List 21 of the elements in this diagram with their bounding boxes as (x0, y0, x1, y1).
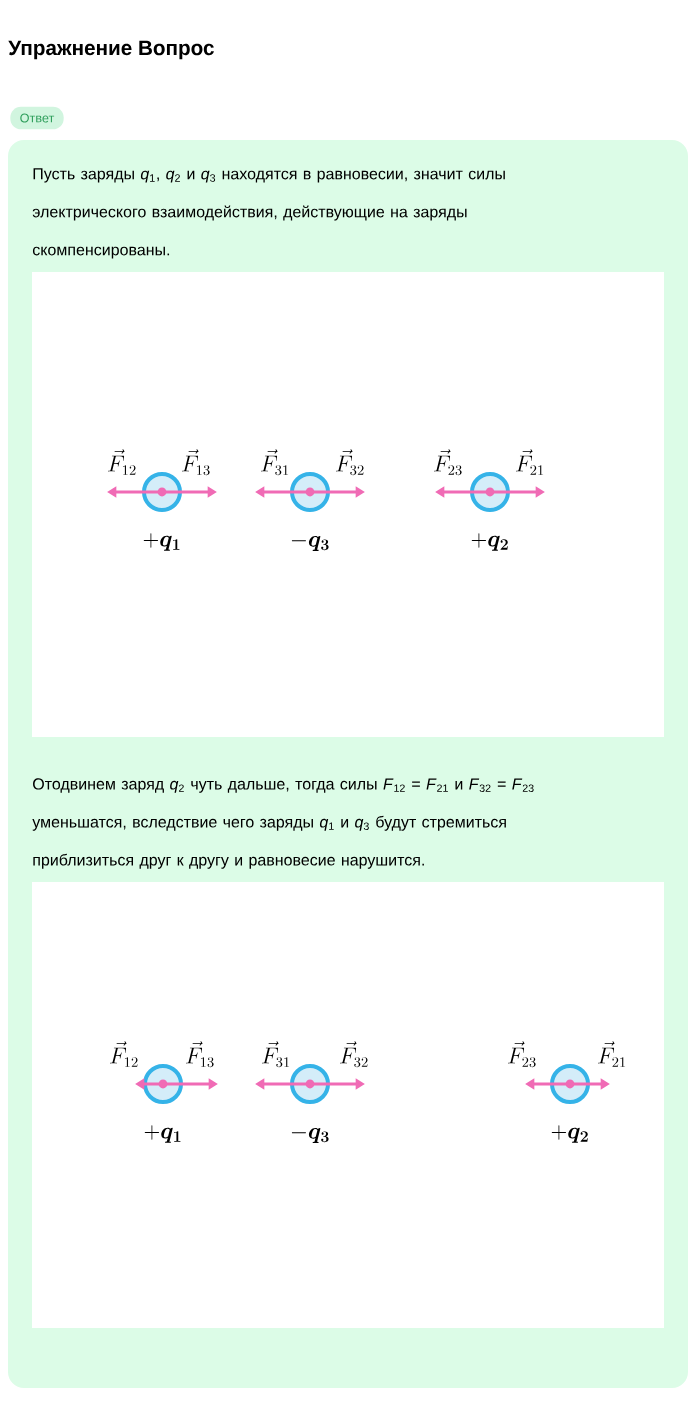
force-label: $\vec{F}_{31}$ (261, 449, 289, 476)
paragraph: Отодвинем заряд q$_{2}$ чуть дальше, тогда силы F$_{12}$ = F$_{21}$ и F$_{32}$ = F$_{23}$ уменьшатся, вследствие чего заряды q$_{1}$ и q$_{3}$ будут стремиться приблизиться друг к другу и равновесие нарушится. (32, 778, 534, 869)
force-label: $\vec{F}_{23}$ (508, 1041, 536, 1068)
force-label: $\vec{F}_{12}$ (108, 449, 136, 475)
force-label: $\vec{F}_{21}$ (516, 449, 544, 475)
force-label: $\vec{F}_{13}$ (182, 449, 210, 476)
charge-label: $-\boldsymbol{q_3}$ (291, 1128, 329, 1143)
force-label: $\vec{F}_{23}$ (434, 449, 462, 476)
force-label: $\vec{F}_{32}$ (340, 1041, 368, 1068)
charge-label: $+\boldsymbol{q_2}$ (551, 1125, 588, 1143)
charge-label: $-\boldsymbol{q_3}$ (291, 536, 329, 551)
charge-label: $+\boldsymbol{q_2}$ (471, 533, 508, 551)
paragraph: Пусть заряды q$_{1}$, q$_{2}$ и q$_{3}$ находятся в равновесии, значит силы электрического взаимодействия, действующие на заряды скомпенсированы. (32, 168, 505, 259)
force-label: $\vec{F}_{21}$ (598, 1041, 626, 1067)
charge-label: $+\boldsymbol{q_1}$ (144, 1125, 181, 1143)
force-label: $\vec{F}_{32}$ (336, 449, 364, 476)
charge-label: $+\boldsymbol{q_1}$ (143, 533, 180, 551)
page-title: Упражнение Вопрос (8, 40, 214, 60)
force-label: $\vec{F}_{12}$ (110, 1041, 138, 1067)
force-label: $\vec{F}_{31}$ (262, 1041, 290, 1068)
force-label: $\vec{F}_{13}$ (186, 1041, 214, 1068)
